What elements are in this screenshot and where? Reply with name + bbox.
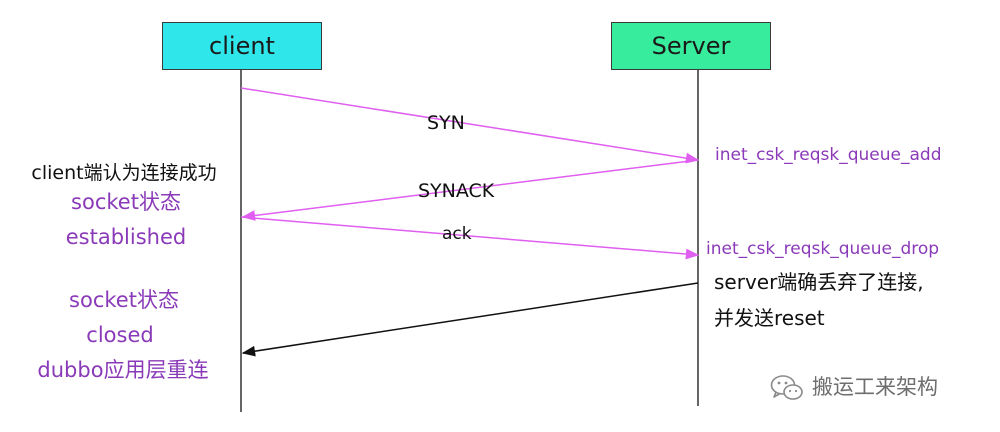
syn-label: SYN — [427, 112, 465, 134]
queue-drop-note: inet_csk_reqsk_queue_drop — [706, 239, 940, 259]
synack-label: SYNACK — [418, 180, 495, 202]
client-participant-label: client — [209, 32, 275, 60]
syn-arrow — [240, 87, 700, 164]
synack-arrow — [241, 159, 699, 221]
server-participant-box: Server — [611, 22, 771, 70]
watermark-text: 搬运工来架构 — [812, 375, 938, 399]
wechat-icon — [770, 375, 803, 400]
server-participant-label: Server — [651, 32, 731, 60]
client-success-note: client端认为连接成功 — [31, 162, 217, 184]
client-reconnect-note: dubbo应用层重连 — [37, 358, 209, 382]
reset-arrow — [241, 282, 699, 357]
client-participant-box: client — [162, 22, 322, 70]
queue-add-note: inet_csk_reqsk_queue_add — [715, 145, 942, 165]
client-state-label-1: socket状态 — [71, 190, 181, 214]
client-state-established: established — [65, 225, 187, 249]
ack-label: ack — [442, 224, 472, 244]
client-state-closed: closed — [86, 323, 154, 347]
server-drop-note-line2: 并发送reset — [714, 306, 825, 330]
server-drop-note-line1: server端确丢弃了连接, — [714, 270, 924, 294]
client-state-label-2: socket状态 — [69, 288, 179, 312]
ack-arrow — [240, 216, 700, 260]
